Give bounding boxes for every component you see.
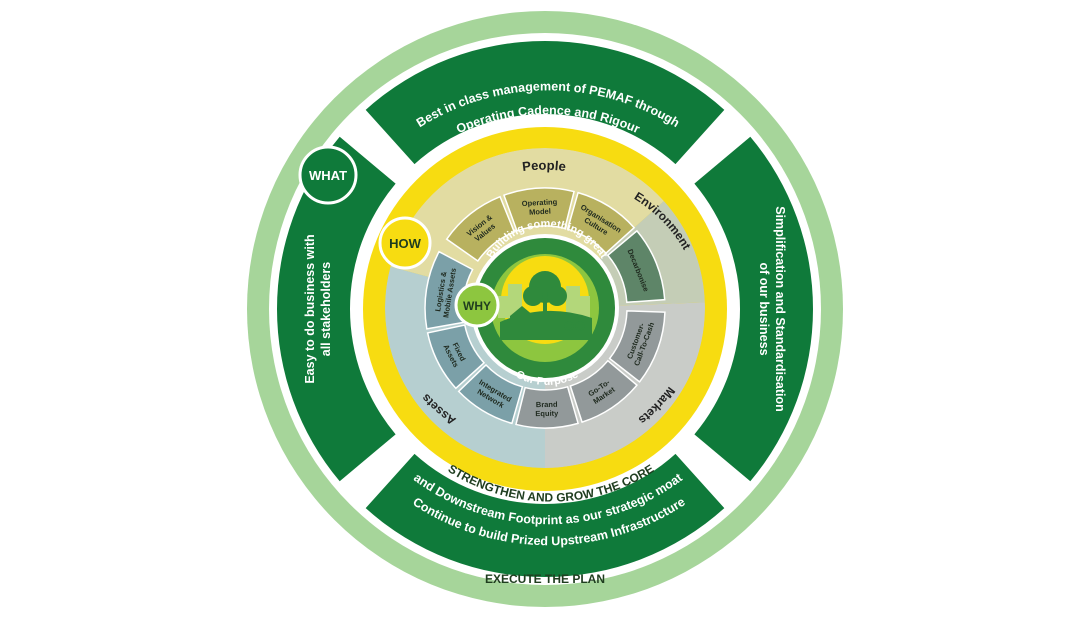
people-title: People xyxy=(521,158,566,175)
how-badge: HOW xyxy=(378,216,432,270)
svg-text:BrandEquity: BrandEquity xyxy=(535,400,559,418)
svg-text:OperatingModel: OperatingModel xyxy=(522,197,559,217)
execute-plan-label: EXECUTE THE PLAN xyxy=(485,572,605,586)
vision-values-item: Vision &Values xyxy=(445,195,516,263)
customer-call-to-cash-item: Customer-Call-To-Cash xyxy=(608,310,666,383)
integrated-network-item: IntegratedNetwork xyxy=(457,363,524,425)
go-to-market-item: Go-To-Market xyxy=(569,359,638,424)
organisation-culture-item: OrganisationCulture xyxy=(566,191,636,255)
right-segment-line2: of our business xyxy=(757,262,771,355)
why-badge: WHY xyxy=(454,282,500,328)
brand-equity-item: BrandEquity xyxy=(515,385,580,429)
decarbonise-item: Decarbonise xyxy=(606,229,666,304)
right-segment xyxy=(694,136,814,482)
left-segment-line2: all stakeholders xyxy=(319,262,333,357)
purpose-illustration xyxy=(498,256,592,344)
svg-text:WHAT: WHAT xyxy=(309,168,347,183)
operating-model-item: OperatingModel xyxy=(502,187,575,232)
svg-text:WHY: WHY xyxy=(463,299,491,313)
fixed-assets-item: FixedAssets xyxy=(426,324,486,390)
bottom-segment xyxy=(365,453,725,577)
item-segments: Vision &Values OperatingModel Organisation… xyxy=(424,187,666,429)
svg-text:HOW: HOW xyxy=(389,236,422,251)
what-badge: WHAT xyxy=(298,145,358,205)
right-segment-line1: Simplification and Standardisation xyxy=(773,206,787,412)
what-segments xyxy=(277,40,814,577)
left-segment-line1: Easy to do business with xyxy=(303,234,317,383)
top-segment xyxy=(365,40,725,165)
left-segment xyxy=(277,136,396,482)
